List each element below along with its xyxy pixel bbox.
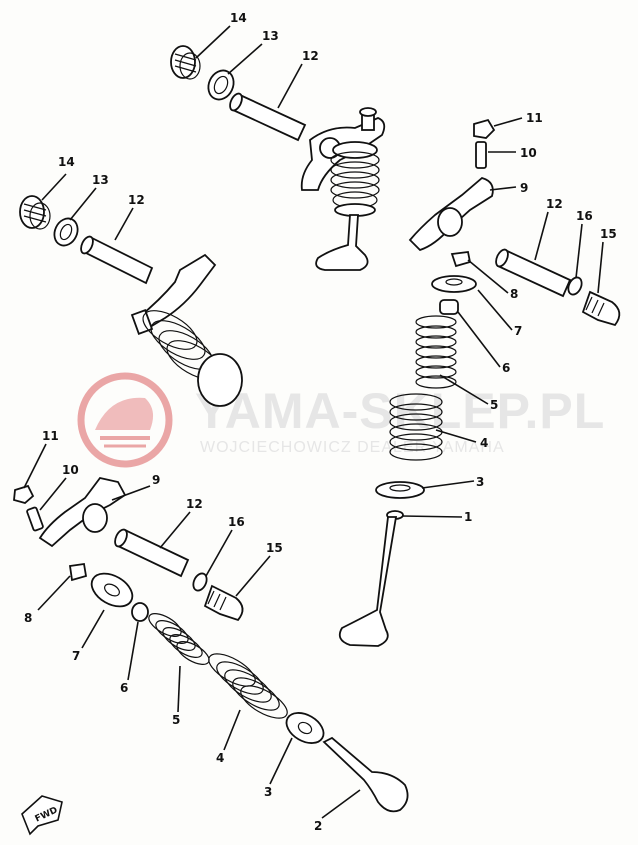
watermark-logo — [77, 372, 173, 468]
callout-label: 14 — [58, 155, 75, 169]
callout-label: 13 — [262, 29, 279, 43]
callout-label: 12 — [302, 49, 319, 63]
part-valve-spring-top — [315, 141, 380, 271]
callout-label: 2 — [314, 819, 322, 833]
right-assembly — [338, 118, 621, 647]
callout-label: 16 — [228, 515, 245, 529]
callout-label: 4 — [216, 751, 224, 765]
part-12-shaft-right — [495, 248, 572, 298]
watermark-subtitle: WOJCIECHOWICZ DEALER YAMAHA — [200, 439, 505, 456]
callout-label: 11 — [526, 111, 543, 125]
part-13-washer — [207, 69, 235, 101]
callout-label: 9 — [520, 181, 528, 195]
part-6-seal-lower — [131, 602, 149, 622]
callout-label: 7 — [514, 324, 522, 338]
callout-label: 4 — [480, 436, 488, 450]
callout-label: 12 — [128, 193, 145, 207]
callout-label: 15 — [266, 541, 283, 555]
callout-label: 5 — [490, 398, 498, 412]
callout-label: 12 — [186, 497, 203, 511]
part-11-nut — [473, 118, 496, 139]
part-13-washer-left — [53, 217, 79, 247]
part-1-valve-right — [338, 510, 404, 647]
callout-label: 15 — [600, 227, 617, 241]
callout-labels: 14 13 12 11 10 9 12 16 15 8 7 6 5 4 3 1 … — [24, 11, 617, 833]
part-8-cap-right — [450, 251, 472, 268]
callout-label: 10 — [520, 146, 537, 160]
part-5-inner-spring-lower — [148, 613, 210, 665]
part-15-plug-lower — [203, 584, 244, 622]
fwd-arrow-icon: FWD — [21, 795, 63, 836]
part-14-plug-left — [19, 195, 51, 230]
part-7-retainer-right — [431, 275, 477, 293]
part-12-shaft-left — [80, 235, 154, 285]
callout-label: 8 — [510, 287, 518, 301]
leader-lines — [23, 25, 604, 819]
part-2-valve-lower — [322, 736, 409, 813]
part-16-oring-lower — [192, 572, 208, 592]
watermark: YAMA-SKLEP.PL WOJCIECHOWICZ DEALER YAMAH… — [77, 372, 605, 468]
watermark-title: YAMA-SKLEP.PL — [195, 383, 605, 439]
part-12-shaft-lower — [114, 528, 190, 578]
part-16-oring-right — [567, 276, 583, 296]
part-15-plug-right — [581, 290, 621, 327]
part-4-outer-spring-lower — [208, 653, 288, 719]
part-5-inner-spring-right — [415, 315, 457, 389]
lower-left-assembly — [13, 476, 409, 813]
callout-label: 3 — [264, 785, 272, 799]
callout-label: 5 — [172, 713, 180, 727]
part-14-plug — [170, 45, 201, 80]
callout-label: 6 — [120, 681, 128, 695]
part-3-seat-lower — [285, 712, 325, 744]
part-9-rocker-right — [408, 177, 494, 252]
part-4-outer-spring-right — [389, 393, 443, 461]
callout-label: 7 — [72, 649, 80, 663]
callout-label: 12 — [546, 197, 563, 211]
part-9-rocker-lower — [38, 476, 127, 548]
upper-left-assembly — [19, 195, 243, 407]
part-12-shaft — [229, 92, 307, 142]
callout-label: 1 — [464, 510, 472, 524]
part-3-seat-right — [375, 481, 425, 499]
callout-label: 11 — [42, 429, 59, 443]
part-10-adjuster-lower — [26, 506, 44, 532]
part-10-adjuster — [475, 141, 487, 169]
part-6-seal-right — [439, 299, 459, 315]
callout-label: 8 — [24, 611, 32, 625]
top-assembly — [170, 45, 386, 271]
callout-label: 9 — [152, 473, 160, 487]
callout-label: 10 — [62, 463, 79, 477]
callout-label: 6 — [502, 361, 510, 375]
part-11-nut-lower — [13, 484, 35, 504]
callout-label: 16 — [576, 209, 593, 223]
callout-label: 14 — [230, 11, 247, 25]
part-valve-spring-left — [142, 310, 243, 407]
part-8-cap-lower — [68, 562, 88, 582]
callout-label: 13 — [92, 173, 109, 187]
callout-label: 3 — [476, 475, 484, 489]
part-7-retainer-lower — [90, 572, 134, 608]
